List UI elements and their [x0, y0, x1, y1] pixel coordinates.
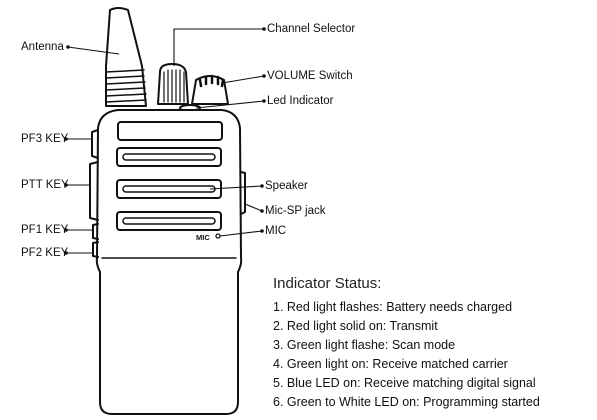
pf1-key-shape	[92, 223, 99, 240]
status-item: 6. Green to White LED on: Programming st…	[273, 395, 540, 409]
pf3-key-label: PF3 KEY	[21, 133, 69, 145]
status-item: 1. Red light flashes: Battery needs char…	[273, 300, 513, 314]
pf2-key-shape	[92, 241, 99, 258]
mic-label: MIC	[265, 225, 287, 237]
volume-switch-label: VOLUME Switch	[267, 70, 353, 82]
mic-body-label: MIC	[196, 233, 210, 242]
mic-sp-jack-label: Mic-SP jack	[265, 205, 326, 217]
speaker-slot	[116, 179, 222, 199]
ptt-key-label: PTT KEY	[21, 179, 69, 191]
led-indicator-leader	[195, 100, 265, 109]
speaker-slot	[116, 211, 222, 231]
status-item: 3. Green light flashe: Scan mode	[273, 338, 456, 352]
radio-body	[95, 109, 243, 415]
pf2-key-label: PF2 KEY	[21, 247, 69, 259]
channel-selector-leader	[173, 28, 264, 66]
antenna	[105, 7, 147, 107]
ptt-key-shape	[89, 161, 99, 221]
speaker-leader	[209, 185, 263, 190]
indicator-status-title: Indicator Status:	[273, 275, 382, 292]
speaker-slot	[116, 147, 222, 167]
channel-selector-label: Channel Selector	[267, 23, 356, 35]
antenna-leader	[67, 46, 120, 55]
status-item: 5. Blue LED on: Receive matching digital…	[273, 376, 536, 390]
indicator-status: Indicator Status: 1. Red light flashes: …	[273, 274, 593, 412]
antenna-rings	[105, 69, 147, 103]
mic-sp-jack-cover	[240, 171, 246, 215]
top-plate	[117, 121, 223, 141]
speaker-label: Speaker	[265, 180, 308, 192]
mic-sp-jack-leader	[244, 203, 263, 212]
led-indicator-label: Led Indicator	[267, 95, 334, 107]
volume-leader	[221, 75, 265, 84]
pf1-key-label: PF1 KEY	[21, 224, 69, 236]
pf3-key-shape	[91, 129, 99, 159]
status-item: 2. Red light solid on: Transmit	[273, 319, 438, 333]
antenna-label: Antenna	[21, 41, 64, 53]
status-item: 4. Green light on: Receive matched carri…	[273, 357, 508, 371]
mic-leader	[219, 230, 263, 237]
